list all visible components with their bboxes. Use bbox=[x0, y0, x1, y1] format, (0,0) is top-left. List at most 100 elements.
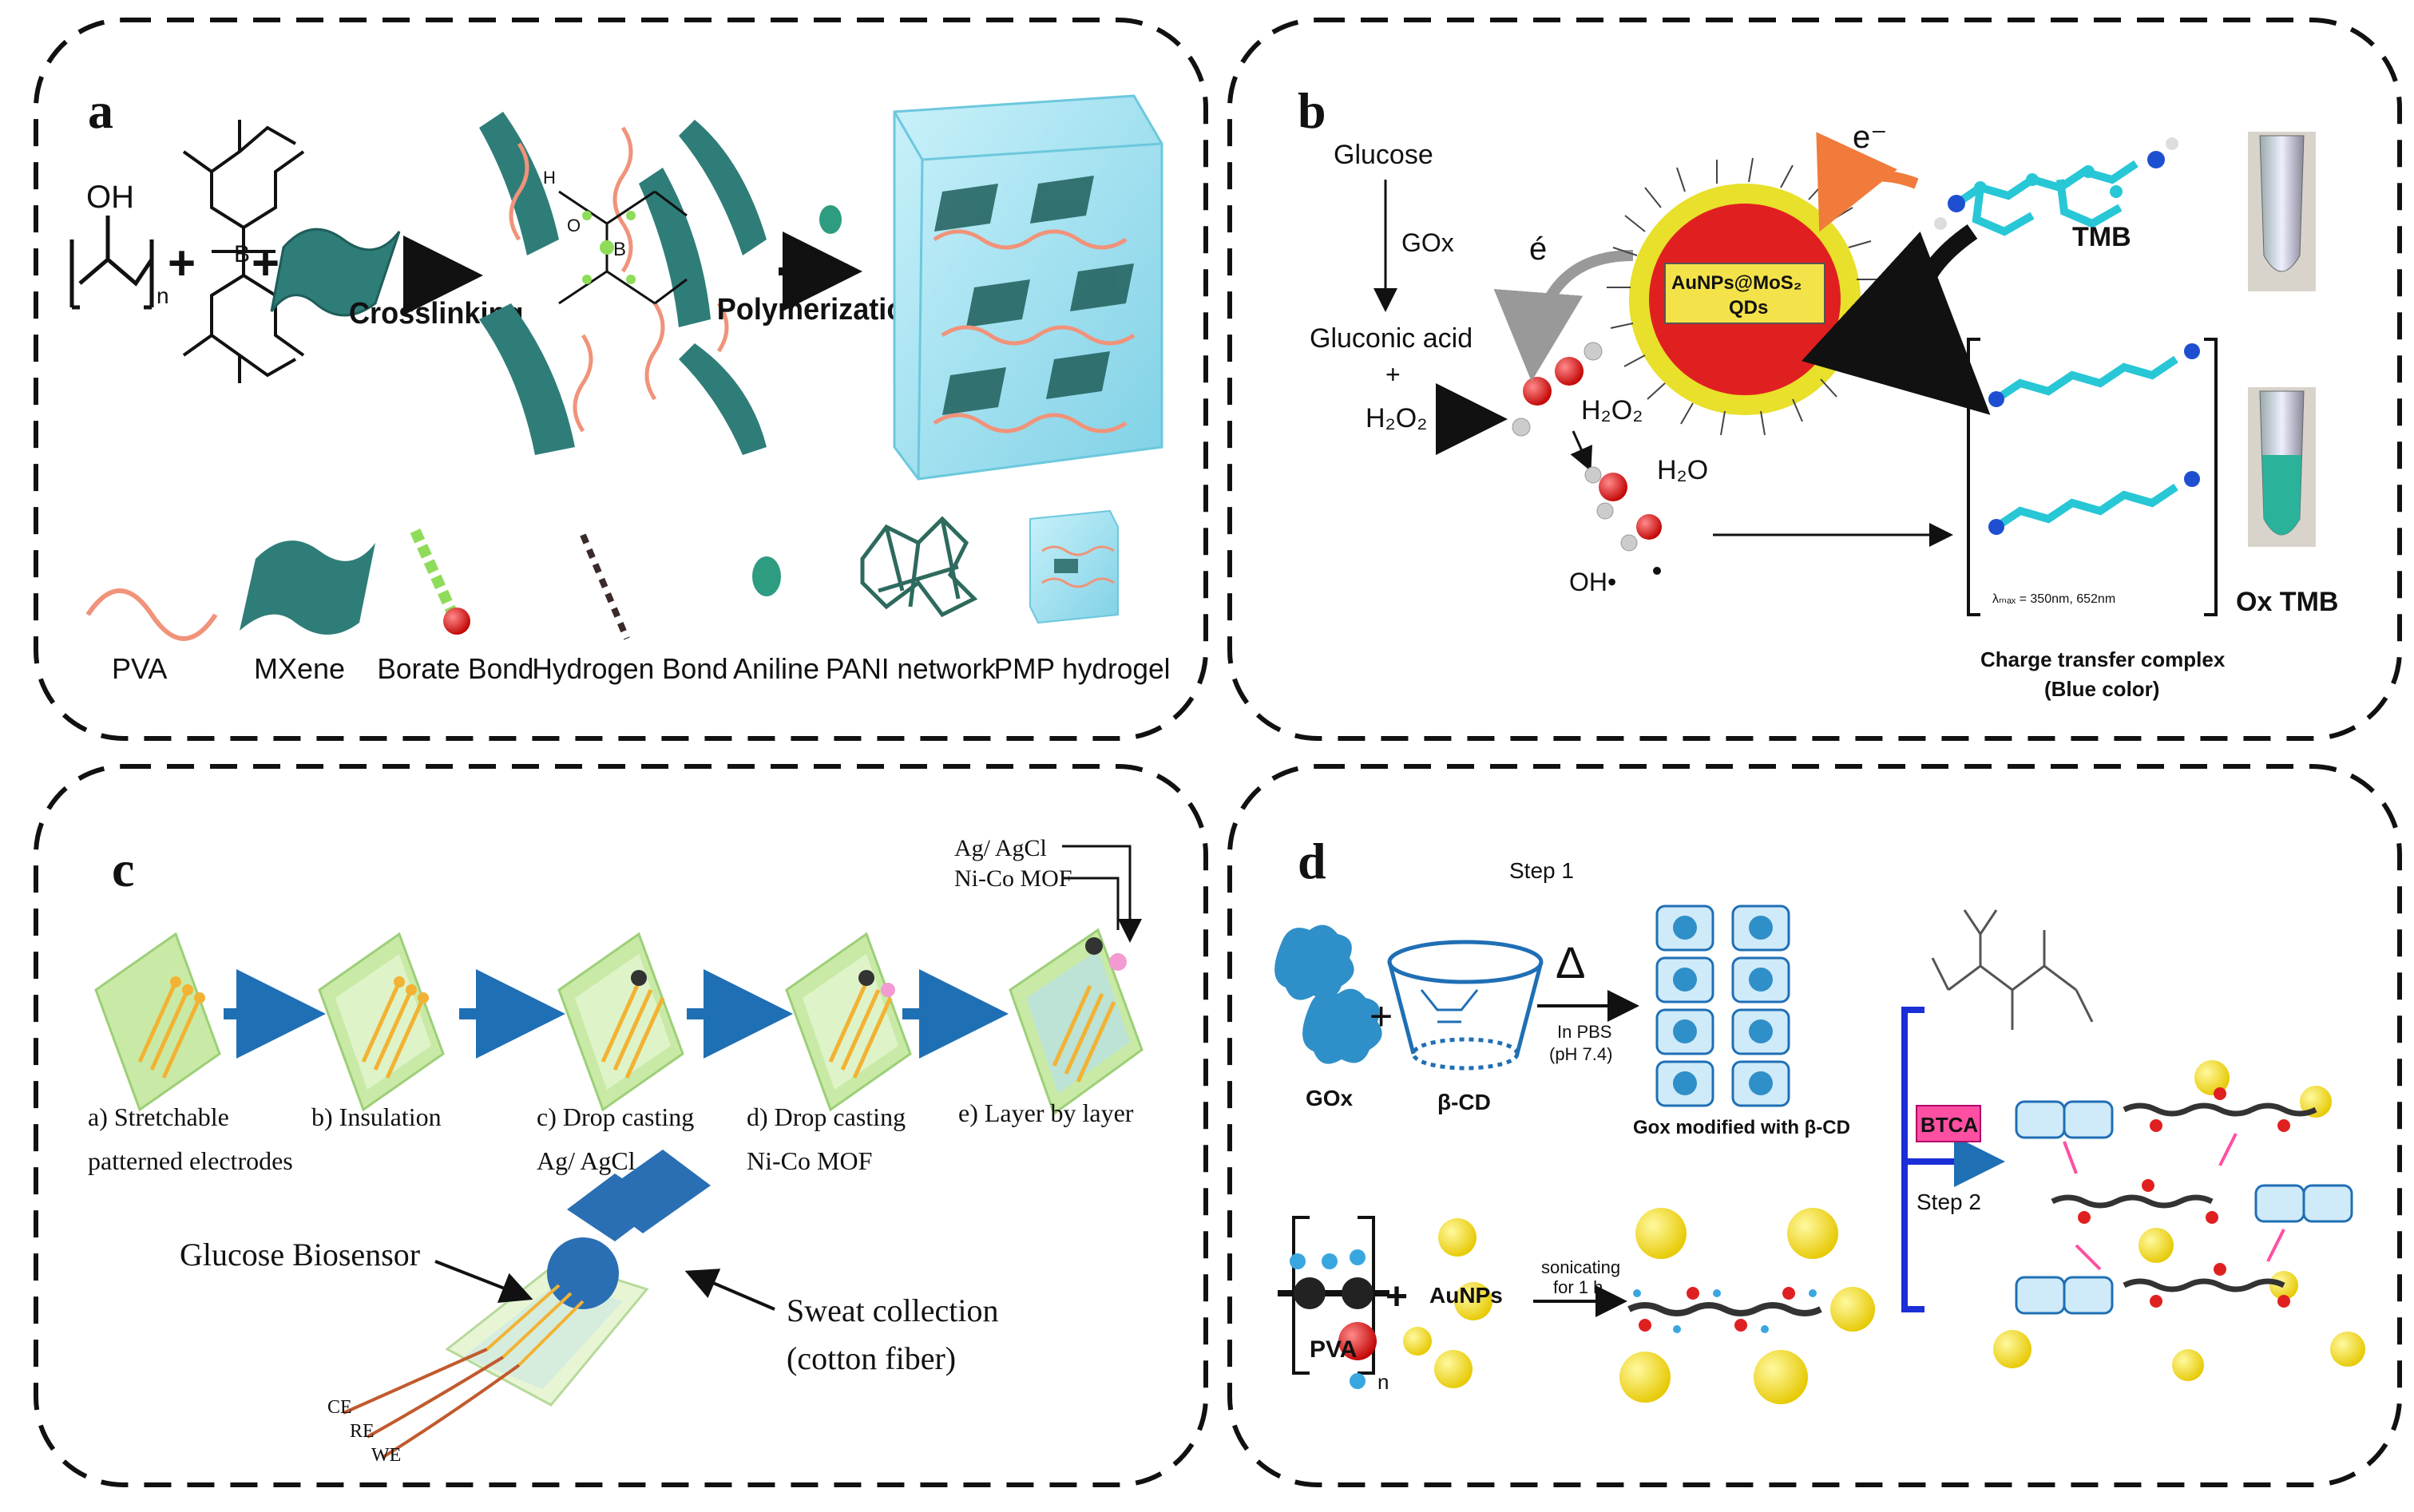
charge-transfer-label-line1: Charge transfer complex bbox=[1980, 647, 2226, 671]
oxidation-curved-arrow bbox=[1801, 224, 1991, 415]
chip-layer-by-layer bbox=[1009, 928, 1144, 1116]
step-d-line1: d) Drop casting bbox=[747, 1102, 906, 1131]
legend-hydrogen-bond-icon bbox=[580, 533, 630, 640]
lambda-label: λₘₐₓ = 350nm, 652nm bbox=[1992, 592, 2115, 606]
legend-pva-icon bbox=[85, 588, 218, 641]
tube-tmb-colorless bbox=[2248, 132, 2316, 291]
legend-aniline-icon bbox=[752, 556, 781, 596]
tmb-label: TMB bbox=[2072, 222, 2131, 252]
panel-c-border bbox=[34, 764, 1208, 1487]
legend-pani-network-label: PANI network bbox=[826, 653, 996, 685]
legend-pmp-hydrogel-icon bbox=[1029, 509, 1119, 624]
network-b-label: B bbox=[613, 239, 626, 260]
nicomof-label: Ni-Co MOF bbox=[954, 865, 1072, 892]
borate-structure bbox=[182, 120, 305, 383]
h2o2-to-products-arrow bbox=[1570, 430, 1592, 472]
legend-borate-bond-icon bbox=[410, 528, 470, 635]
panel-b-border bbox=[1227, 18, 2402, 741]
h2o2-right-label: H₂O₂ bbox=[1581, 395, 1643, 425]
crosslinked-network: B O H bbox=[479, 112, 767, 455]
polymerization-label: Polymerization bbox=[717, 291, 922, 326]
sonicating-label: sonicating bbox=[1541, 1257, 1620, 1277]
panel-b: b Glucose GOx Gluconic acid + H₂O₂ H₂O₂ … bbox=[1298, 82, 2338, 701]
legend-pmp-hydrogel-label: PMP hydrogel bbox=[994, 653, 1171, 685]
delta-symbol: Δ bbox=[1556, 937, 1585, 988]
panel-a-label: a bbox=[88, 82, 113, 139]
nanoparticle-label-line2: QDs bbox=[1729, 297, 1768, 319]
chip-drop-casting-agagcl bbox=[557, 932, 684, 1112]
network-o-label: O bbox=[567, 216, 581, 236]
legend-aniline-label: Aniline bbox=[733, 652, 819, 685]
h2o-label: H₂O bbox=[1657, 455, 1708, 485]
glucose-label: Glucose bbox=[1334, 140, 1433, 170]
cotton-fiber-label: (cotton fiber) bbox=[787, 1340, 956, 1376]
panel-d-border bbox=[1227, 764, 2402, 1487]
btca-box bbox=[1916, 1105, 1981, 1142]
glucose-biosensor-device bbox=[343, 1150, 711, 1459]
ce-label: CE bbox=[327, 1397, 352, 1418]
panel-b-label: b bbox=[1298, 82, 1326, 139]
panel-c-label: c bbox=[112, 841, 134, 897]
step-d-line2: Ni-Co MOF bbox=[747, 1146, 872, 1175]
pva-oh-label: OH bbox=[86, 180, 134, 215]
plus-sign-1: + bbox=[168, 236, 196, 290]
pva-monomer-structure bbox=[69, 216, 154, 310]
pmp-hydrogel-block bbox=[893, 94, 1163, 481]
panel-d: d Step 1 GOx + β-CD Δ In PBS (pH 7.4) bbox=[1274, 833, 2365, 1404]
aniline-monomer bbox=[819, 205, 842, 234]
for1h-label: for 1 h bbox=[1553, 1277, 1603, 1297]
chip-stretchable-electrodes bbox=[94, 932, 221, 1112]
legend-hydrogen-bond-label: Hydrogen Bond bbox=[532, 653, 727, 685]
ox-tmb-label: Ox TMB bbox=[2236, 587, 2338, 617]
plus-pva-aunps: + bbox=[1385, 1276, 1408, 1318]
pva-structure-d bbox=[1278, 1216, 1389, 1389]
step-e-line1: e) Layer by layer bbox=[958, 1098, 1134, 1127]
step-a-line2: patterned electrodes bbox=[88, 1146, 293, 1175]
btca-structure bbox=[1931, 909, 2094, 1030]
borate-b-label: B bbox=[234, 241, 250, 267]
pva-label-d: PVA bbox=[1310, 1336, 1357, 1363]
legend-pani-network-icon bbox=[860, 516, 978, 618]
legend-pva-label: PVA bbox=[112, 652, 167, 685]
legend-borate-bond-label: Borate Bond bbox=[377, 653, 533, 685]
biosensor-pointer bbox=[434, 1260, 533, 1303]
sweat-collection-label: Sweat collection bbox=[787, 1292, 998, 1328]
nicomof-pointer bbox=[1062, 877, 1120, 930]
step2-label: Step 2 bbox=[1917, 1189, 1981, 1214]
we-label: WE bbox=[371, 1445, 401, 1466]
step-b-line1: b) Insulation bbox=[311, 1102, 442, 1131]
gox-modified-label: Gox modified with β-CD bbox=[1633, 1117, 1850, 1138]
gox-enzyme-cluster bbox=[1274, 924, 1382, 1064]
step1-label: Step 1 bbox=[1509, 858, 1574, 883]
charge-transfer-complex-bracket bbox=[1967, 338, 2218, 616]
electron-transfer-orange-arrow bbox=[1816, 132, 1919, 232]
aunps-cluster bbox=[1403, 1218, 1492, 1388]
btca-label: BTCA bbox=[1920, 1113, 1978, 1137]
re-label: RE bbox=[350, 1421, 375, 1442]
in-pbs-label: In PBS bbox=[1557, 1022, 1611, 1042]
pva-n-label-d: n bbox=[1377, 1370, 1389, 1394]
charge-transfer-label-line2: (Blue color) bbox=[2044, 677, 2159, 701]
electron-transfer-gray-arrow bbox=[1493, 250, 1634, 382]
chip-drop-casting-nicomof bbox=[785, 932, 912, 1112]
gluconic-acid-label: Gluconic acid bbox=[1310, 323, 1473, 354]
chip-insulation bbox=[318, 932, 445, 1112]
nanoparticle-label-line1: AuNPs@MoS₂ bbox=[1671, 272, 1802, 294]
panel-c: c bbox=[88, 835, 1144, 1466]
sweat-pointer bbox=[684, 1269, 775, 1311]
legend-mxene-label: MXene bbox=[254, 652, 345, 685]
network-h-label: H bbox=[543, 168, 556, 188]
step-c-line1: c) Drop casting bbox=[537, 1102, 694, 1131]
panel-a: a OH n + B + Crosslinking bbox=[69, 82, 1171, 685]
gluconic-plus: + bbox=[1385, 360, 1401, 389]
ox-tmb-molecules bbox=[1994, 355, 2178, 531]
final-crosslinked-network bbox=[1993, 1060, 2365, 1381]
pva-aunp-chain bbox=[1619, 1208, 1875, 1404]
gox-label: GOx bbox=[1401, 228, 1454, 257]
panel-d-label: d bbox=[1298, 833, 1326, 889]
agagcl-pointer bbox=[1062, 845, 1142, 943]
aunps-label: AuNPs bbox=[1429, 1283, 1503, 1308]
plus-sign-2: + bbox=[252, 236, 279, 290]
panel-a-border bbox=[34, 18, 1208, 741]
